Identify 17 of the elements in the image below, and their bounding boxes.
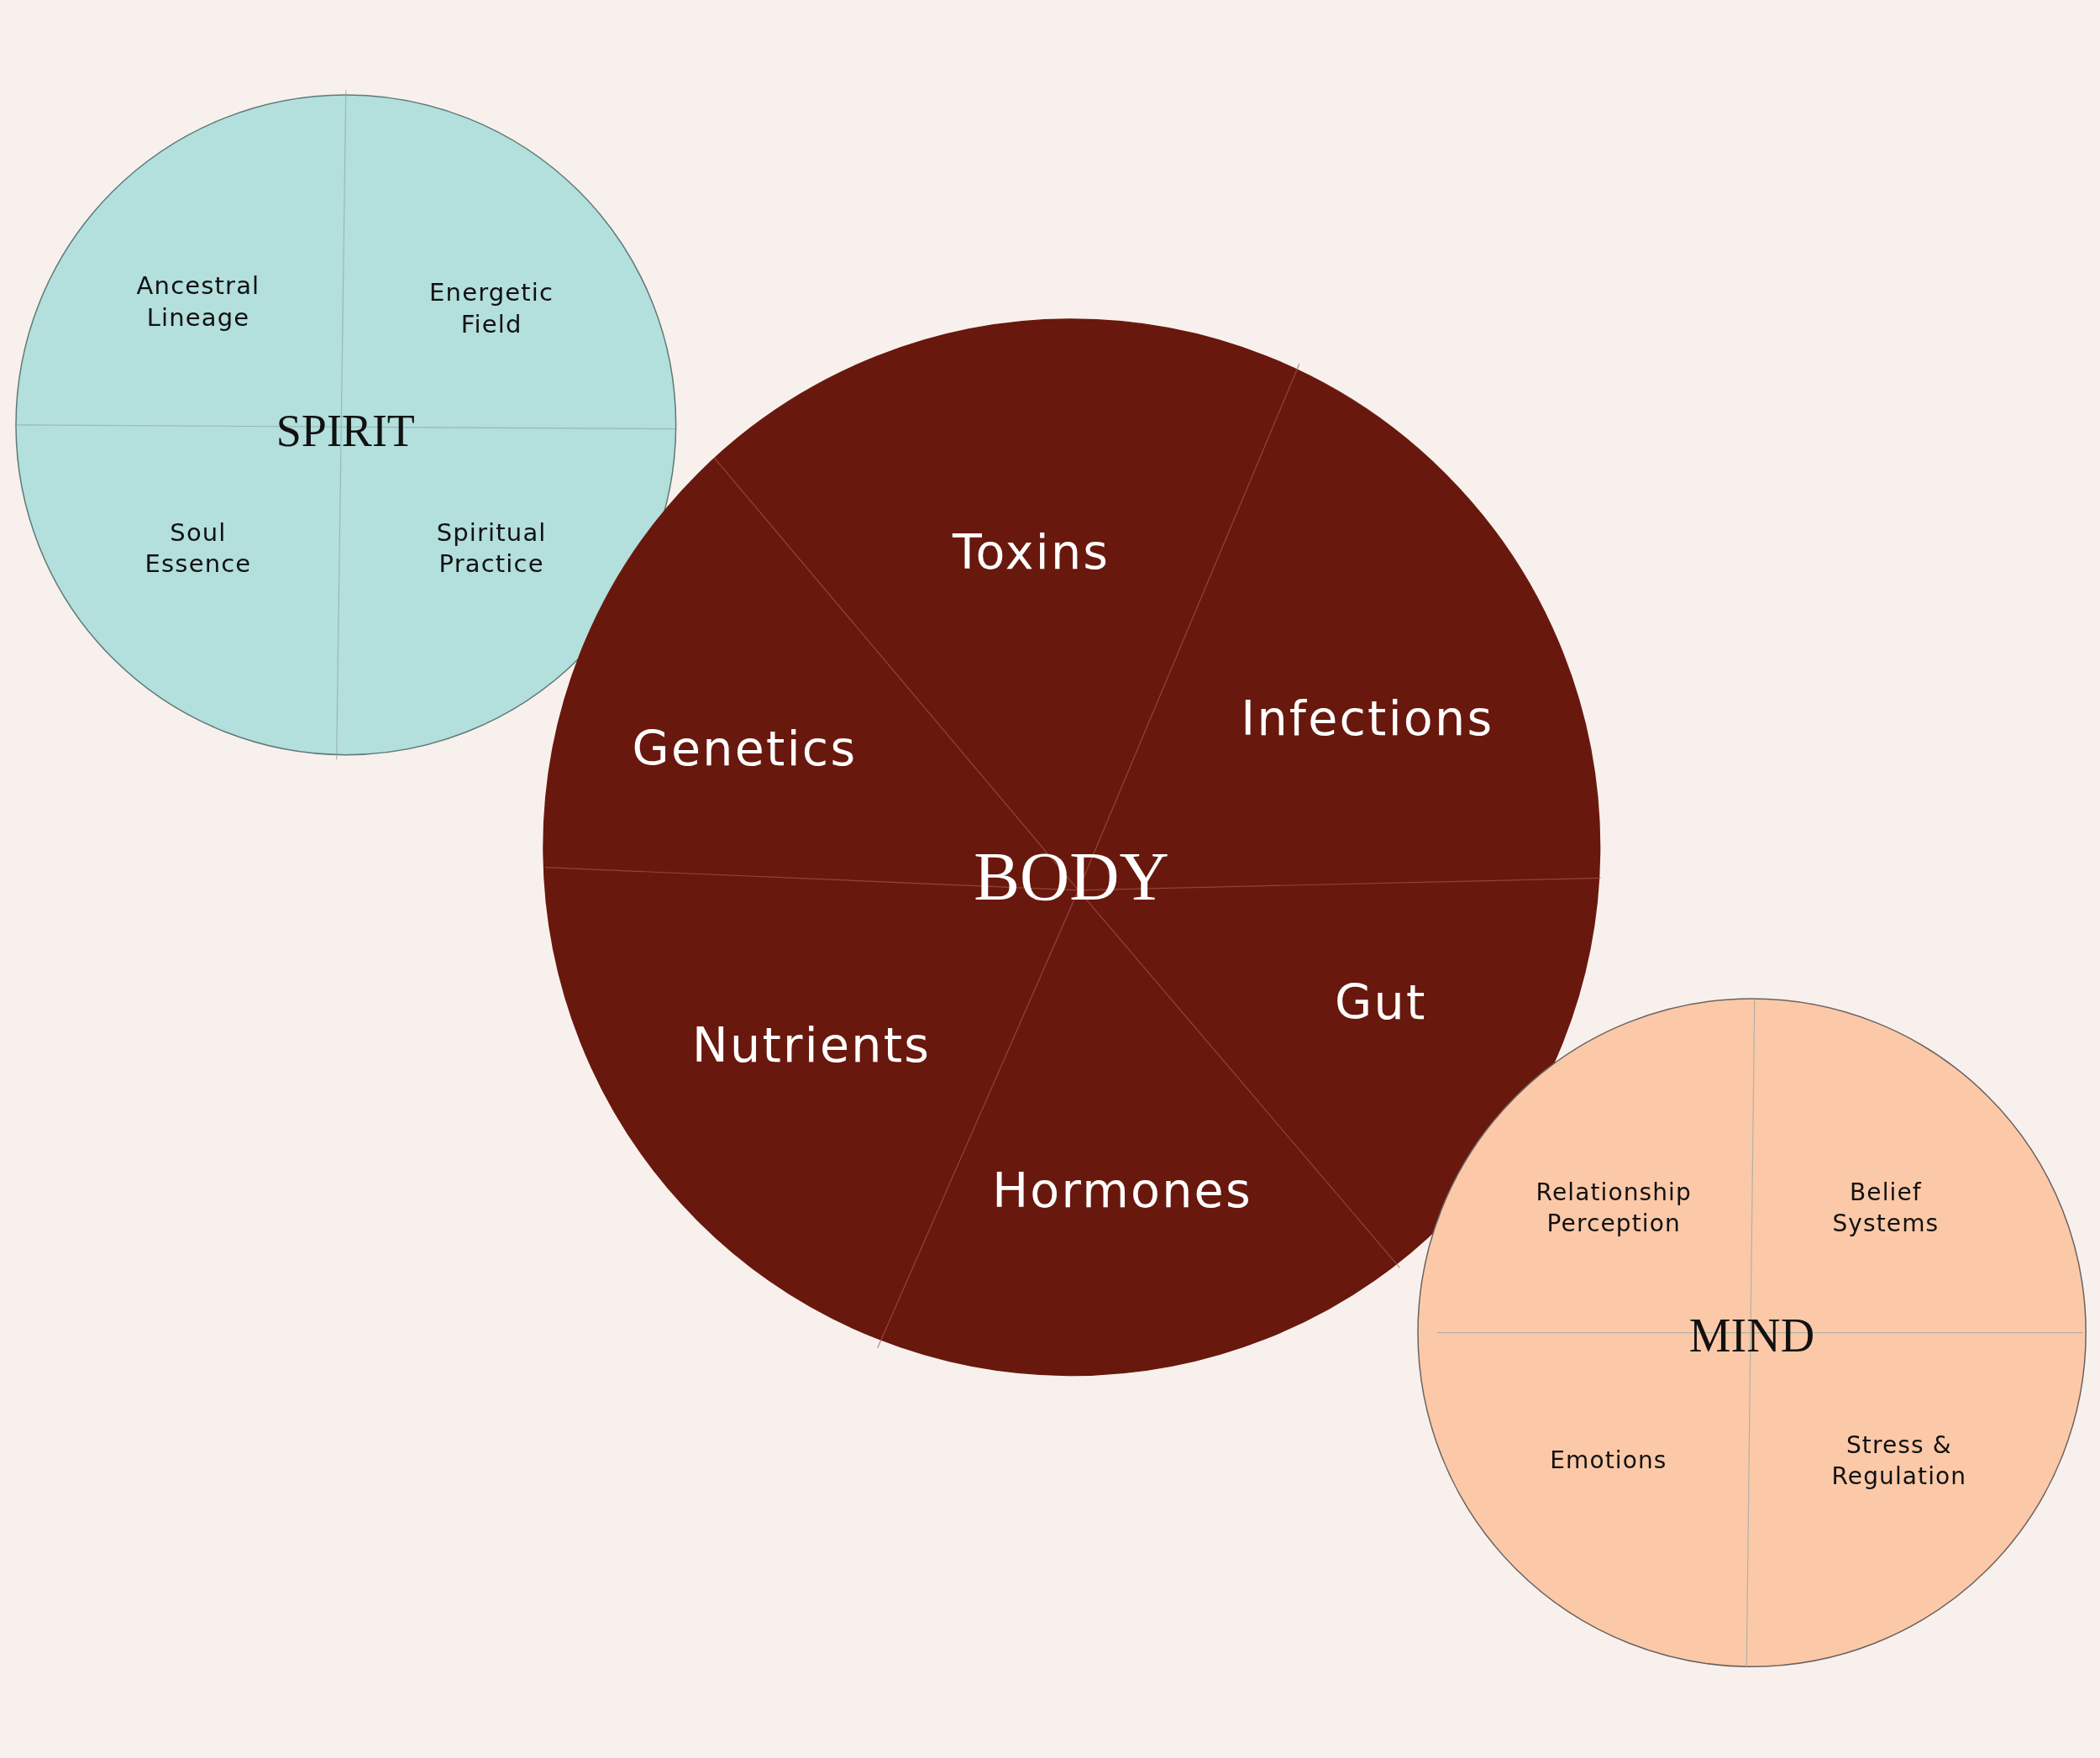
segment-label: Ancestral Lineage: [126, 270, 270, 334]
segment-label: Gut: [1335, 970, 1427, 1033]
segment-label: Toxins: [953, 520, 1110, 583]
segment-label: Spiritual Practice: [420, 517, 564, 581]
segment-label: Genetics: [632, 717, 858, 780]
segment-label: Hormones: [992, 1159, 1252, 1222]
segment-label: Infections: [1241, 686, 1494, 749]
circle-title: SPIRIT: [276, 408, 415, 454]
segment-label: Belief Systems: [1801, 1177, 1970, 1239]
segment-label: Nutrients: [692, 1013, 932, 1076]
circle-title: MIND: [1688, 1311, 1815, 1359]
circle-title: BODY: [974, 842, 1169, 912]
segment-label: Emotions: [1524, 1446, 1693, 1477]
segment-label: Energetic Field: [420, 277, 564, 341]
segment-label: Relationship Perception: [1530, 1177, 1698, 1239]
segment-label: Stress & Regulation: [1814, 1430, 1983, 1492]
segment-label: Soul Essence: [126, 517, 270, 581]
